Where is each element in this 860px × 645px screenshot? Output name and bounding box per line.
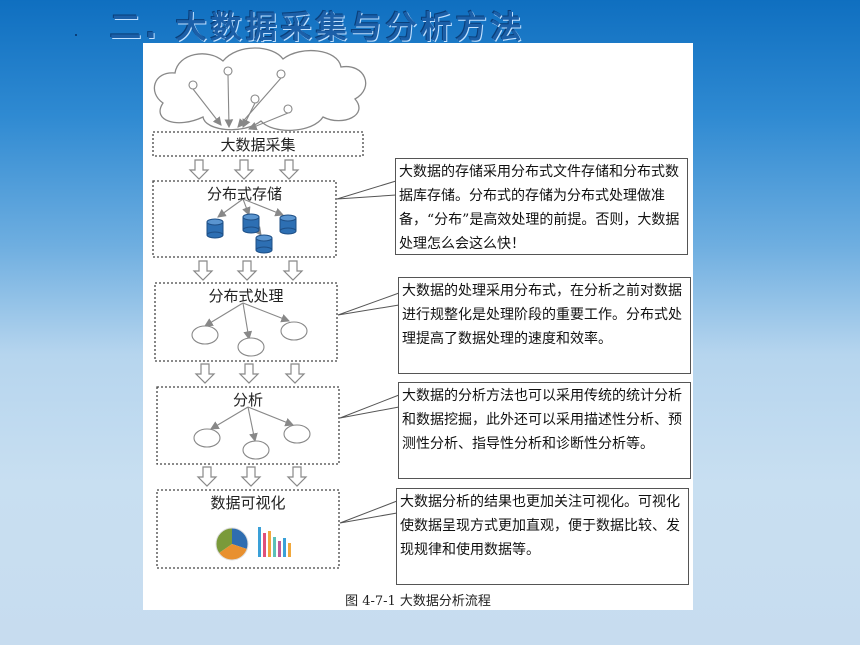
node-circle xyxy=(191,325,219,345)
cloud-icon xyxy=(153,47,367,132)
down-arrow-icon xyxy=(236,260,258,281)
stage-label-processing: 分布式处理 xyxy=(208,287,284,305)
database-icons xyxy=(206,213,297,254)
slide-title: 二. 大数据采集与分析方法 xyxy=(110,10,526,46)
down-arrow-icon xyxy=(286,466,308,487)
analysis-tree xyxy=(193,406,311,460)
note-processing: 大数据的处理采用分布式，在分析之前对数据进行规整化是处理阶段的重要工作。分布式处… xyxy=(398,277,691,374)
flow-diagram-figure: 大数据采集 分布式存储 分布式处理 分析 数据可视化 大数据的存储采用分布式文件… xyxy=(143,43,693,610)
stage-box-collect xyxy=(152,131,364,157)
down-arrow-icon xyxy=(192,260,214,281)
node-circle xyxy=(237,337,265,357)
bullet-dot xyxy=(75,34,77,36)
database-icon xyxy=(206,218,224,239)
stage-label-storage: 分布式存储 xyxy=(206,185,282,203)
database-icon xyxy=(255,234,273,254)
node-circle xyxy=(280,321,308,341)
node-circle xyxy=(193,428,221,448)
down-arrow-icon xyxy=(282,260,304,281)
stage-box-visualization xyxy=(156,489,340,569)
down-arrow-icon xyxy=(240,466,262,487)
down-arrow-icon xyxy=(188,159,210,180)
database-icon xyxy=(242,213,260,234)
down-arrow-icon xyxy=(284,363,306,384)
stage-label-visualization: 数据可视化 xyxy=(210,494,286,512)
stage-label-analysis: 分析 xyxy=(232,391,263,409)
down-arrow-icon xyxy=(278,159,300,180)
down-arrow-icon xyxy=(194,363,216,384)
figure-caption: 图 4-7-1 大数据分析流程 xyxy=(345,594,491,609)
processing-tree xyxy=(191,302,308,357)
node-circle xyxy=(283,424,311,444)
stage-box-storage xyxy=(152,180,337,258)
note-visualization: 大数据分析的结果也更加关注可视化。可视化使数据呈现方式更加直观，便于数据比较、发… xyxy=(396,488,689,585)
callout-pointers xyxy=(336,180,400,524)
stage-box-processing xyxy=(154,282,338,362)
note-analysis: 大数据的分析方法也可以采用传统的统计分析和数据挖掘，此外还可以采用描述性分析、预… xyxy=(398,382,691,479)
diagram-graphics xyxy=(152,47,400,569)
note-storage: 大数据的存储采用分布式文件存储和分布式数据库存储。分布式的存储为分布式处理做准备… xyxy=(395,158,688,255)
database-icon xyxy=(279,214,297,235)
down-arrow-icon xyxy=(233,159,255,180)
down-arrow-group xyxy=(188,159,308,487)
down-arrow-icon xyxy=(238,363,260,384)
cloud-connector-lines xyxy=(188,66,293,131)
node-circle xyxy=(242,440,270,460)
stage-label-collect: 大数据采集 xyxy=(220,136,296,154)
bar-chart-icon xyxy=(258,527,291,557)
stage-box-analysis xyxy=(156,386,340,465)
pie-chart-icon xyxy=(215,527,249,561)
down-arrow-icon xyxy=(196,466,218,487)
